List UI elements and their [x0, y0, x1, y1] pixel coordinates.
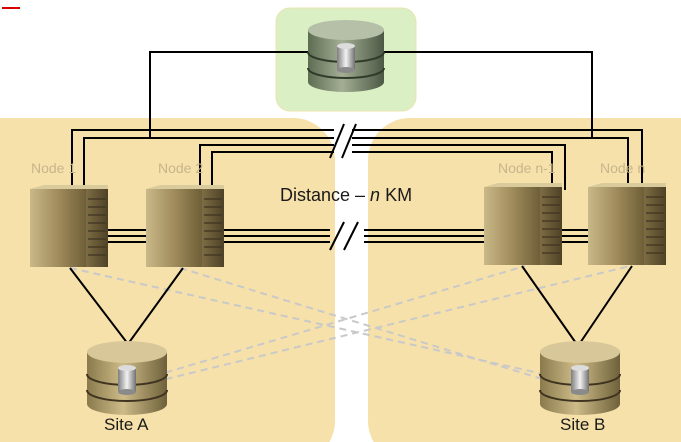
lower-interconnect: [108, 229, 590, 243]
link-break-icon: [329, 123, 357, 159]
distance-label: Distance – n KM: [280, 185, 412, 205]
storage-disk-icon: [539, 341, 621, 415]
quorum-storage-icon: [307, 20, 385, 92]
server-icon: [146, 185, 224, 267]
node-label: Node n: [600, 160, 645, 176]
server-icon: [30, 185, 108, 267]
cross-site-storage-links: [69, 265, 631, 383]
storage-disk-icon: [86, 341, 168, 415]
server-icon: [588, 183, 666, 265]
node-label: Node 2: [158, 160, 203, 176]
link-break-icon: [329, 221, 359, 251]
upper-interconnect: [71, 129, 643, 192]
site-a-label: Site A: [104, 415, 149, 434]
site-b-label: Site B: [560, 415, 605, 434]
node-label: Node 1: [31, 160, 76, 176]
node-label: Node n-1: [498, 160, 556, 176]
quorum-links: [149, 51, 593, 138]
server-icon: [484, 183, 562, 265]
